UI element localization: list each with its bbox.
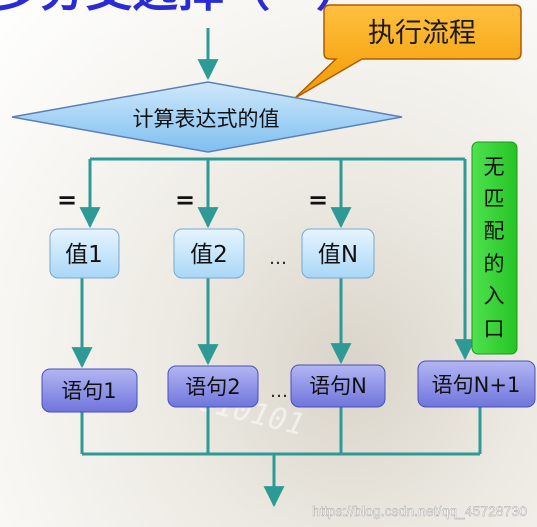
no-match-char-3: 配 — [484, 219, 505, 243]
value-ellipsis: … — [269, 248, 287, 269]
statement-n1-text: 语句N+1 — [432, 373, 521, 397]
watermark: https://blog.csdn.net/qq_45728730 — [312, 503, 527, 519]
no-match-char-6: 口 — [484, 317, 505, 341]
value-n-text: 值N — [318, 242, 358, 268]
statement-ellipsis: … — [270, 381, 288, 402]
statement-n-text: 语句N — [309, 374, 367, 398]
statement-box-2: 语句2 — [167, 365, 259, 408]
no-match-char-1: 无 — [484, 155, 505, 179]
callout-bubble: 执行流程 — [294, 4, 522, 99]
page-title: 多分支选择（一） — [0, 0, 362, 17]
value-box-n: 值N — [301, 228, 375, 279]
value-2-text: 值2 — [190, 242, 228, 268]
decision-diamond: 计算表达式的值 — [11, 81, 403, 153]
no-match-char-5: 入 — [484, 284, 505, 308]
statement-box-1: 语句1 — [41, 368, 138, 413]
equals-sign-n: = — [308, 186, 328, 214]
value-1-text: 值1 — [65, 242, 103, 268]
connectors — [71, 28, 482, 508]
statement-2-text: 语句2 — [185, 375, 240, 399]
no-match-label: 无 匹 配 的 入 口 — [471, 141, 518, 355]
equals-sign-2: = — [175, 186, 195, 214]
callout-text: 执行流程 — [368, 18, 476, 49]
decision-text: 计算表达式的值 — [133, 107, 280, 131]
value-box-1: 值1 — [49, 228, 120, 279]
statement-box-n: 语句N — [290, 364, 386, 408]
no-match-char-2: 匹 — [484, 187, 505, 211]
value-box-2: 值2 — [173, 228, 245, 279]
statement-1-text: 语句1 — [61, 379, 116, 403]
statement-box-n1: 语句N+1 — [417, 360, 536, 408]
no-match-char-4: 的 — [484, 252, 505, 276]
equals-sign-1: = — [57, 186, 77, 214]
